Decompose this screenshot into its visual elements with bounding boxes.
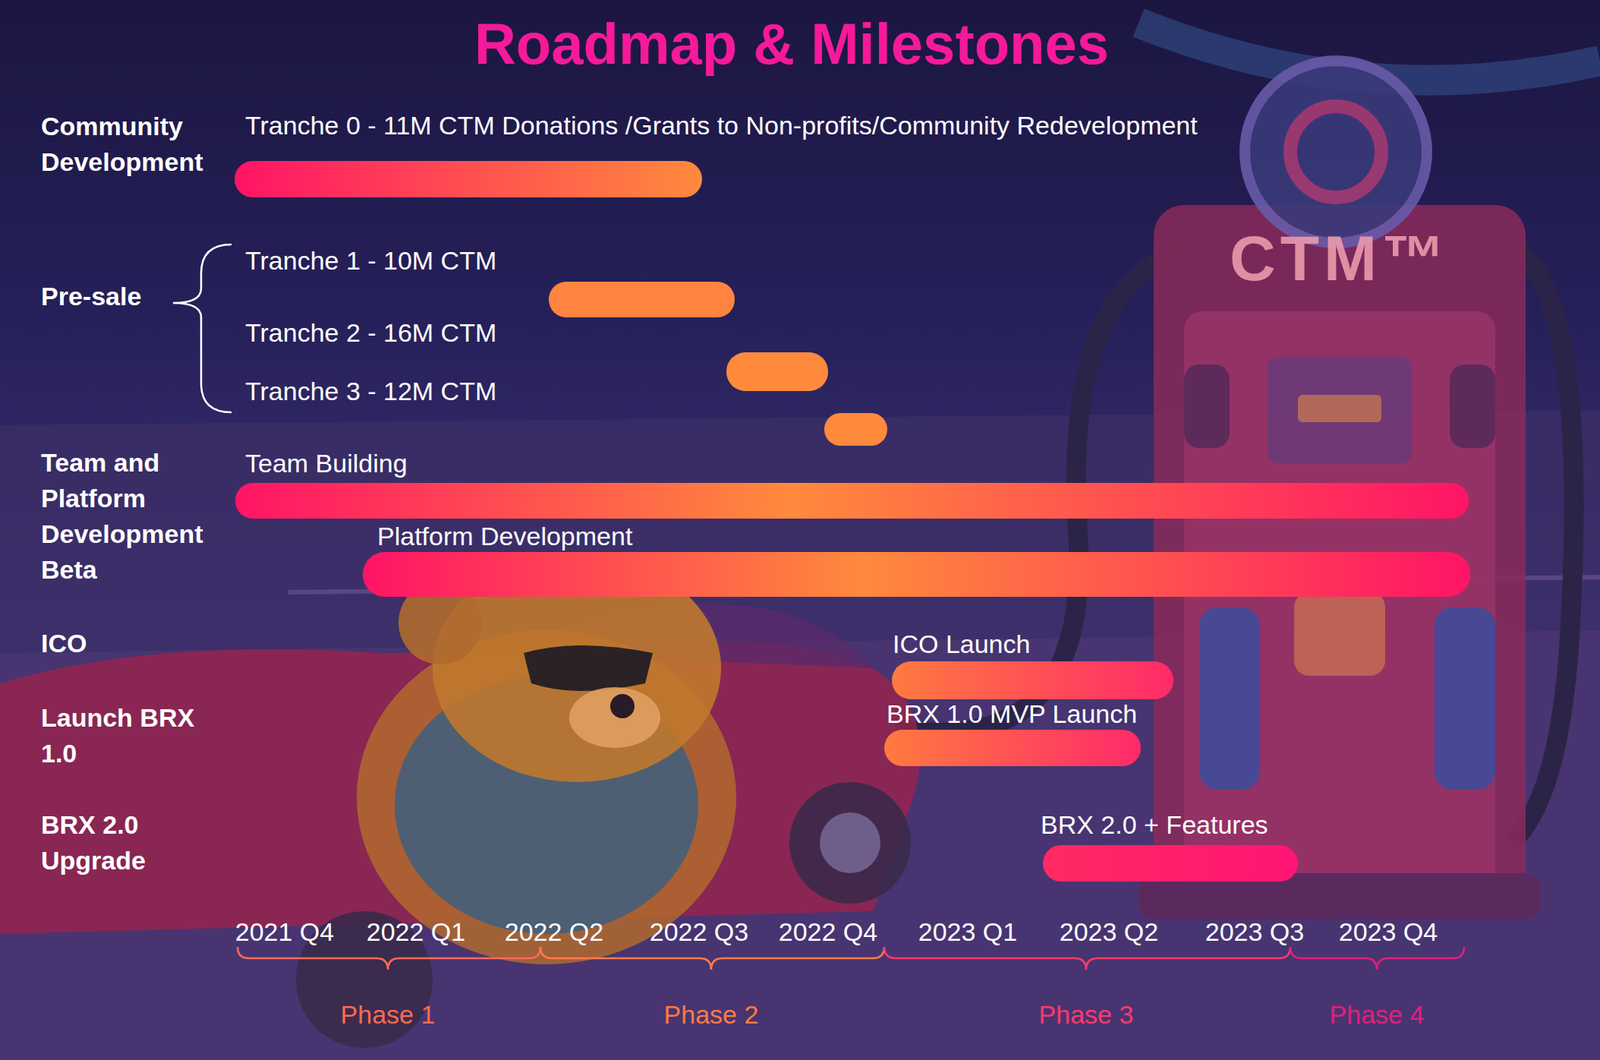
gantt-bar <box>235 482 1469 519</box>
bear-sunglasses <box>523 645 653 691</box>
phase-bracket <box>237 946 541 970</box>
bar-label: Tranche 2 - 16M CTM <box>245 315 497 350</box>
gantt-bar <box>1042 844 1298 882</box>
pump-screen <box>1267 356 1412 463</box>
row-heading: Launch BRX 1.0 <box>40 699 231 772</box>
gantt-bar <box>891 661 1174 700</box>
gantt-bar <box>824 412 888 446</box>
car-hub <box>819 812 881 873</box>
quarter-label: 2022 Q1 <box>366 914 466 949</box>
gantt-bar <box>884 729 1141 766</box>
pump-sign: CTM™ <box>1229 220 1450 297</box>
bar-label: ICO Launch <box>892 626 1030 661</box>
bar-label: Team Building <box>245 446 408 480</box>
phase-label: Phase 1 <box>340 997 436 1031</box>
row-heading: Community Development <box>40 108 231 180</box>
gantt-bar <box>548 281 735 318</box>
phase-label: Phase 4 <box>1329 997 1425 1031</box>
chart-title: Roadmap & Milestones <box>474 6 1109 82</box>
row-heading: BRX 2.0 Upgrade <box>40 806 231 879</box>
quarter-label: 2023 Q2 <box>1059 914 1159 949</box>
phase-label: Phase 2 <box>664 997 760 1031</box>
row-heading: ICO <box>40 625 231 662</box>
quarter-label: 2023 Q1 <box>918 914 1018 949</box>
phase-label: Phase 3 <box>1039 997 1134 1031</box>
quarter-label: 2022 Q3 <box>649 914 749 949</box>
phase-bracket <box>884 946 1291 970</box>
bracket <box>173 244 232 413</box>
bar-label: BRX 2.0 + Features <box>1040 807 1269 841</box>
phase-bracket <box>540 946 885 970</box>
car-wheel <box>789 781 911 904</box>
gantt-bar <box>234 160 703 198</box>
pump-logo <box>1290 106 1382 198</box>
bar-label: BRX 1.0 MVP Launch <box>886 696 1138 731</box>
row-heading: Team and Platform Development Beta <box>40 444 231 588</box>
pump-badge <box>1294 592 1386 676</box>
bar-label: Tranche 1 - 10M CTM <box>245 243 497 278</box>
gas-pump-panel <box>1184 311 1496 889</box>
quarter-label: 2022 Q2 <box>504 914 604 949</box>
bear-muzzle <box>569 686 661 748</box>
quarter-label: 2023 Q4 <box>1338 914 1438 949</box>
bar-label: Platform Development <box>377 519 633 553</box>
pump-globe <box>1244 60 1427 243</box>
bar-label: Tranche 3 - 12M CTM <box>245 374 497 408</box>
pump-light <box>1184 364 1230 448</box>
quarter-label: 2022 Q4 <box>778 914 878 949</box>
phase-bracket <box>1290 946 1465 970</box>
row-heading: Pre-sale <box>40 278 231 315</box>
pump-light <box>1449 364 1496 448</box>
pump-nozzle <box>1199 607 1260 790</box>
quarter-label: 2021 Q4 <box>235 914 334 949</box>
pump-nozzle <box>1434 607 1496 790</box>
quarter-label: 2023 Q3 <box>1205 914 1304 949</box>
gantt-bar <box>362 551 1471 597</box>
bear-nose <box>610 693 635 719</box>
bar-label: Tranche 0 - 11M CTM Donations /Grants to… <box>245 108 1198 142</box>
pump-display <box>1297 394 1382 423</box>
gantt-bar <box>726 352 829 391</box>
